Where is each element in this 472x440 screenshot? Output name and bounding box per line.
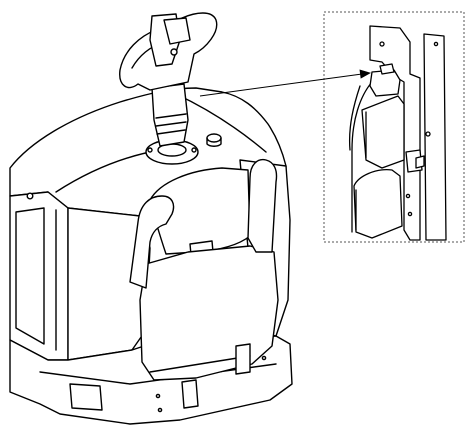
mounting-plate-flange: [423, 33, 447, 241]
base-bolt-2: [157, 407, 163, 413]
leader-arrowhead: [359, 69, 372, 79]
leader-line: [199, 73, 363, 97]
cable-harness-2: [348, 85, 361, 151]
connector-plug-clip: [379, 63, 395, 75]
grab-handle-right: [247, 158, 278, 253]
terminal-block-clip: [415, 155, 425, 169]
tiller-head-throttle: [163, 17, 191, 45]
center-cover: [149, 167, 251, 255]
tiller-base-bolt-2: [191, 147, 197, 153]
base-bolt-4: [261, 355, 267, 361]
pallet-truck: [9, 12, 293, 425]
plate-hole-3: [433, 41, 439, 47]
battery-door-latch: [235, 343, 251, 375]
plate-hole-1: [379, 41, 385, 47]
detail-inset: [323, 11, 465, 243]
lower-module-screw: [405, 193, 411, 199]
filler-cap-side: [206, 137, 222, 147]
cable-harness: [351, 81, 373, 233]
battery-door: [139, 245, 279, 381]
base-step: [69, 383, 103, 411]
top-cover-crease: [175, 93, 267, 153]
base-step-right: [181, 379, 199, 409]
tiller-arm-spring: [155, 113, 187, 135]
tiller-horn-button: [170, 48, 178, 56]
plate-hole-2: [425, 131, 431, 137]
control-module-upper: [361, 95, 405, 169]
grab-handle-left: [129, 195, 175, 289]
tiller-base-bolt: [147, 147, 153, 153]
left-panel-screw: [26, 192, 34, 200]
lower-module-screw-2: [407, 211, 413, 217]
left-panel-recess: [15, 207, 45, 345]
body-left-side: [9, 191, 69, 361]
filler-cap: [206, 133, 222, 143]
control-module-lower: [353, 169, 403, 239]
control-box-bracket: [348, 25, 447, 241]
base-bolt-1: [155, 393, 161, 399]
battery-door-seam: [149, 355, 251, 373]
leader-arrow: [199, 69, 372, 97]
mounting-plate: [369, 25, 421, 241]
